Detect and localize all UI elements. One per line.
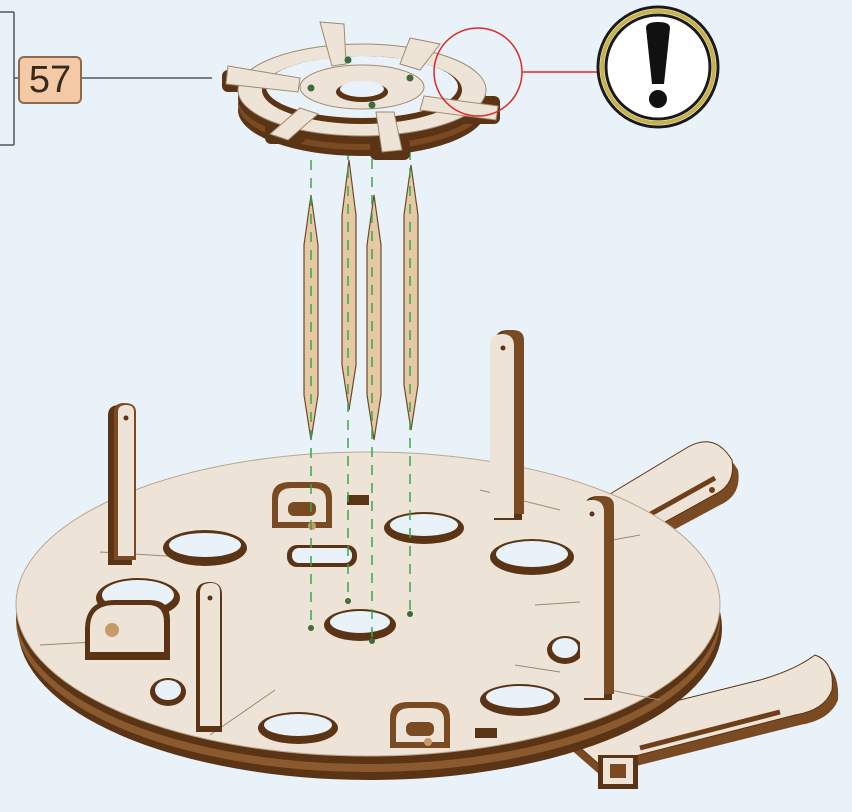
top-wheel-part [222,22,500,160]
clip-block-bottom [390,702,450,748]
exclamation-icon [598,7,718,127]
upright-right-rear [490,330,524,520]
clip-block-top [272,482,332,530]
rear-clip [598,755,638,789]
step-number: 57 [29,59,71,102]
left-mechanism [85,600,170,660]
upright-left-front [196,582,222,732]
step-number-badge: 57 [18,56,82,104]
upright-left-rear [108,403,136,565]
base-plate [16,330,838,789]
dowel-sticks [304,160,418,440]
upright-right-front [580,496,614,700]
